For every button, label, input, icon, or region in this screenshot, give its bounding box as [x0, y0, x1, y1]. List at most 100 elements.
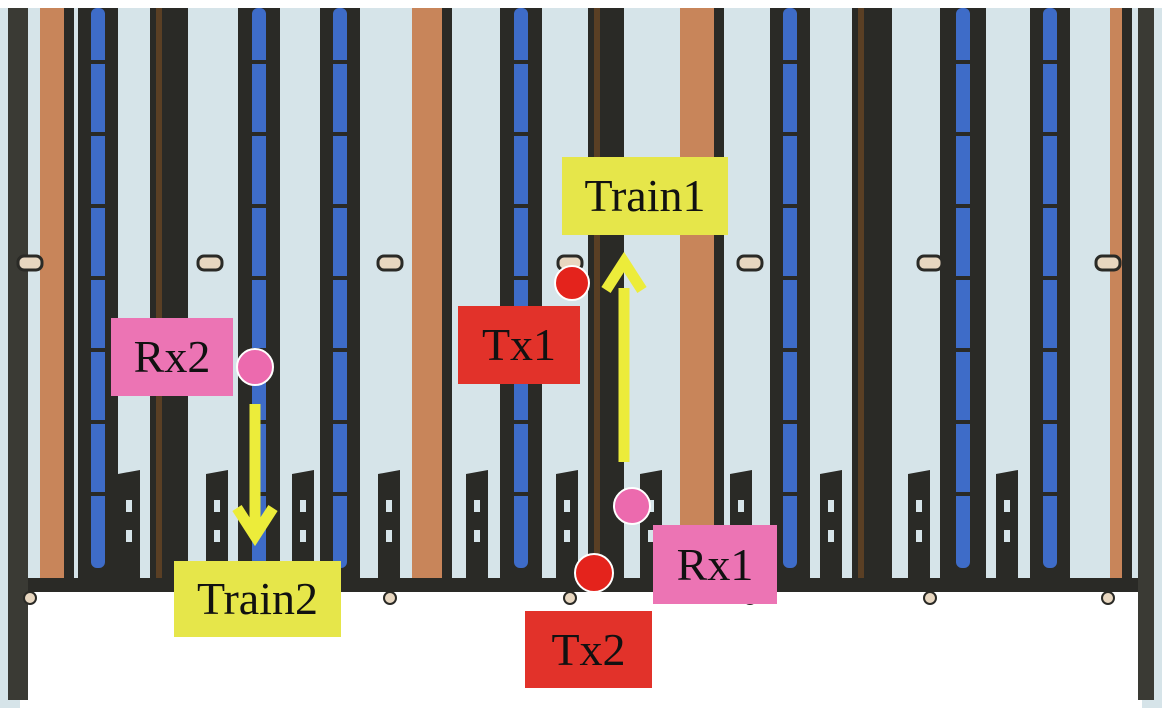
slot-divider	[783, 132, 797, 136]
tx1-label: Tx1	[458, 306, 580, 384]
bar-edge	[442, 8, 452, 580]
bracket	[206, 470, 228, 580]
slot-divider	[1043, 132, 1057, 136]
tx2-label: Tx2	[525, 611, 652, 688]
arrow-down-icon	[232, 505, 278, 547]
bar-highlight	[156, 8, 162, 580]
rail-peg	[563, 591, 577, 605]
bracket-hole	[474, 530, 480, 542]
slot-divider	[91, 420, 105, 424]
bracket	[996, 470, 1018, 580]
blue-slot	[1043, 8, 1057, 568]
slot-divider	[514, 132, 528, 136]
slot-divider	[1043, 420, 1057, 424]
train1-label: Train1	[562, 157, 728, 235]
slot-divider	[91, 348, 105, 352]
slot-divider	[91, 60, 105, 64]
peg	[736, 254, 764, 272]
slot-divider	[333, 60, 347, 64]
rail-peg	[383, 591, 397, 605]
slot-divider	[956, 420, 970, 424]
slot-divider	[783, 276, 797, 280]
slot-divider	[514, 276, 528, 280]
slot-divider	[91, 276, 105, 280]
peg	[16, 254, 44, 272]
slot-divider	[514, 204, 528, 208]
blue-slot	[956, 8, 970, 568]
slot-divider	[333, 420, 347, 424]
bar-edge	[64, 8, 74, 580]
slot-divider	[333, 348, 347, 352]
slot-divider	[333, 204, 347, 208]
bracket	[292, 470, 314, 580]
bracket-hole	[474, 500, 480, 512]
slot-divider	[91, 492, 105, 496]
bracket-hole	[386, 500, 392, 512]
bracket-hole	[126, 530, 132, 542]
bracket-hole	[828, 530, 834, 542]
arrow-up-icon	[601, 251, 647, 293]
slot-divider	[956, 492, 970, 496]
bracket-hole	[648, 530, 654, 542]
slot-divider	[252, 60, 266, 64]
bracket	[118, 470, 140, 580]
slot-divider	[956, 276, 970, 280]
slot-divider	[252, 204, 266, 208]
left-frame-post	[8, 8, 28, 700]
slot-divider	[333, 276, 347, 280]
rail-peg	[23, 591, 37, 605]
slot-divider	[252, 132, 266, 136]
right-frame-post	[1138, 8, 1154, 700]
slot-divider	[783, 348, 797, 352]
slot-divider	[783, 420, 797, 424]
peg	[196, 254, 224, 272]
slot-divider	[783, 204, 797, 208]
bracket	[378, 470, 400, 580]
bracket-hole	[1004, 530, 1010, 542]
bracket-hole	[386, 530, 392, 542]
blue-slot	[333, 8, 347, 568]
slot-divider	[333, 132, 347, 136]
slot-divider	[514, 60, 528, 64]
slot-divider	[783, 492, 797, 496]
dark-bar	[150, 8, 188, 580]
bracket-hole	[126, 500, 132, 512]
tx2-marker-icon	[574, 553, 614, 593]
bracket-hole	[1004, 500, 1010, 512]
bar-highlight	[594, 8, 600, 580]
bracket	[556, 470, 578, 580]
rx1-marker-icon	[613, 487, 651, 525]
vertical-bars	[40, 8, 1132, 580]
bracket	[908, 470, 930, 580]
bracket-hole	[564, 530, 570, 542]
rx2-marker-icon	[236, 348, 274, 386]
rx2-label: Rx2	[111, 318, 233, 396]
blue-slot	[783, 8, 797, 568]
bracket	[466, 470, 488, 580]
slot-divider	[1043, 204, 1057, 208]
slot-divider	[956, 132, 970, 136]
slot-divider	[956, 348, 970, 352]
peg	[916, 254, 944, 272]
bracket-hole	[916, 530, 922, 542]
slot-divider	[1043, 348, 1057, 352]
bar-edge	[1122, 8, 1132, 580]
slot-divider	[1043, 60, 1057, 64]
bracket-hole	[214, 500, 220, 512]
bracket-hole	[738, 500, 744, 512]
slot-divider	[91, 132, 105, 136]
bracket	[820, 470, 842, 580]
tx1-marker-icon	[554, 265, 590, 301]
slot-divider	[252, 276, 266, 280]
bracket-hole	[300, 500, 306, 512]
bracket-hole	[214, 530, 220, 542]
blue-slot	[514, 8, 528, 568]
blue-slot	[91, 8, 105, 568]
slot-divider	[333, 492, 347, 496]
bracket-hole	[300, 530, 306, 542]
slot-divider	[91, 204, 105, 208]
slot-divider	[514, 492, 528, 496]
bracket-hole	[916, 500, 922, 512]
slot-divider	[1043, 276, 1057, 280]
